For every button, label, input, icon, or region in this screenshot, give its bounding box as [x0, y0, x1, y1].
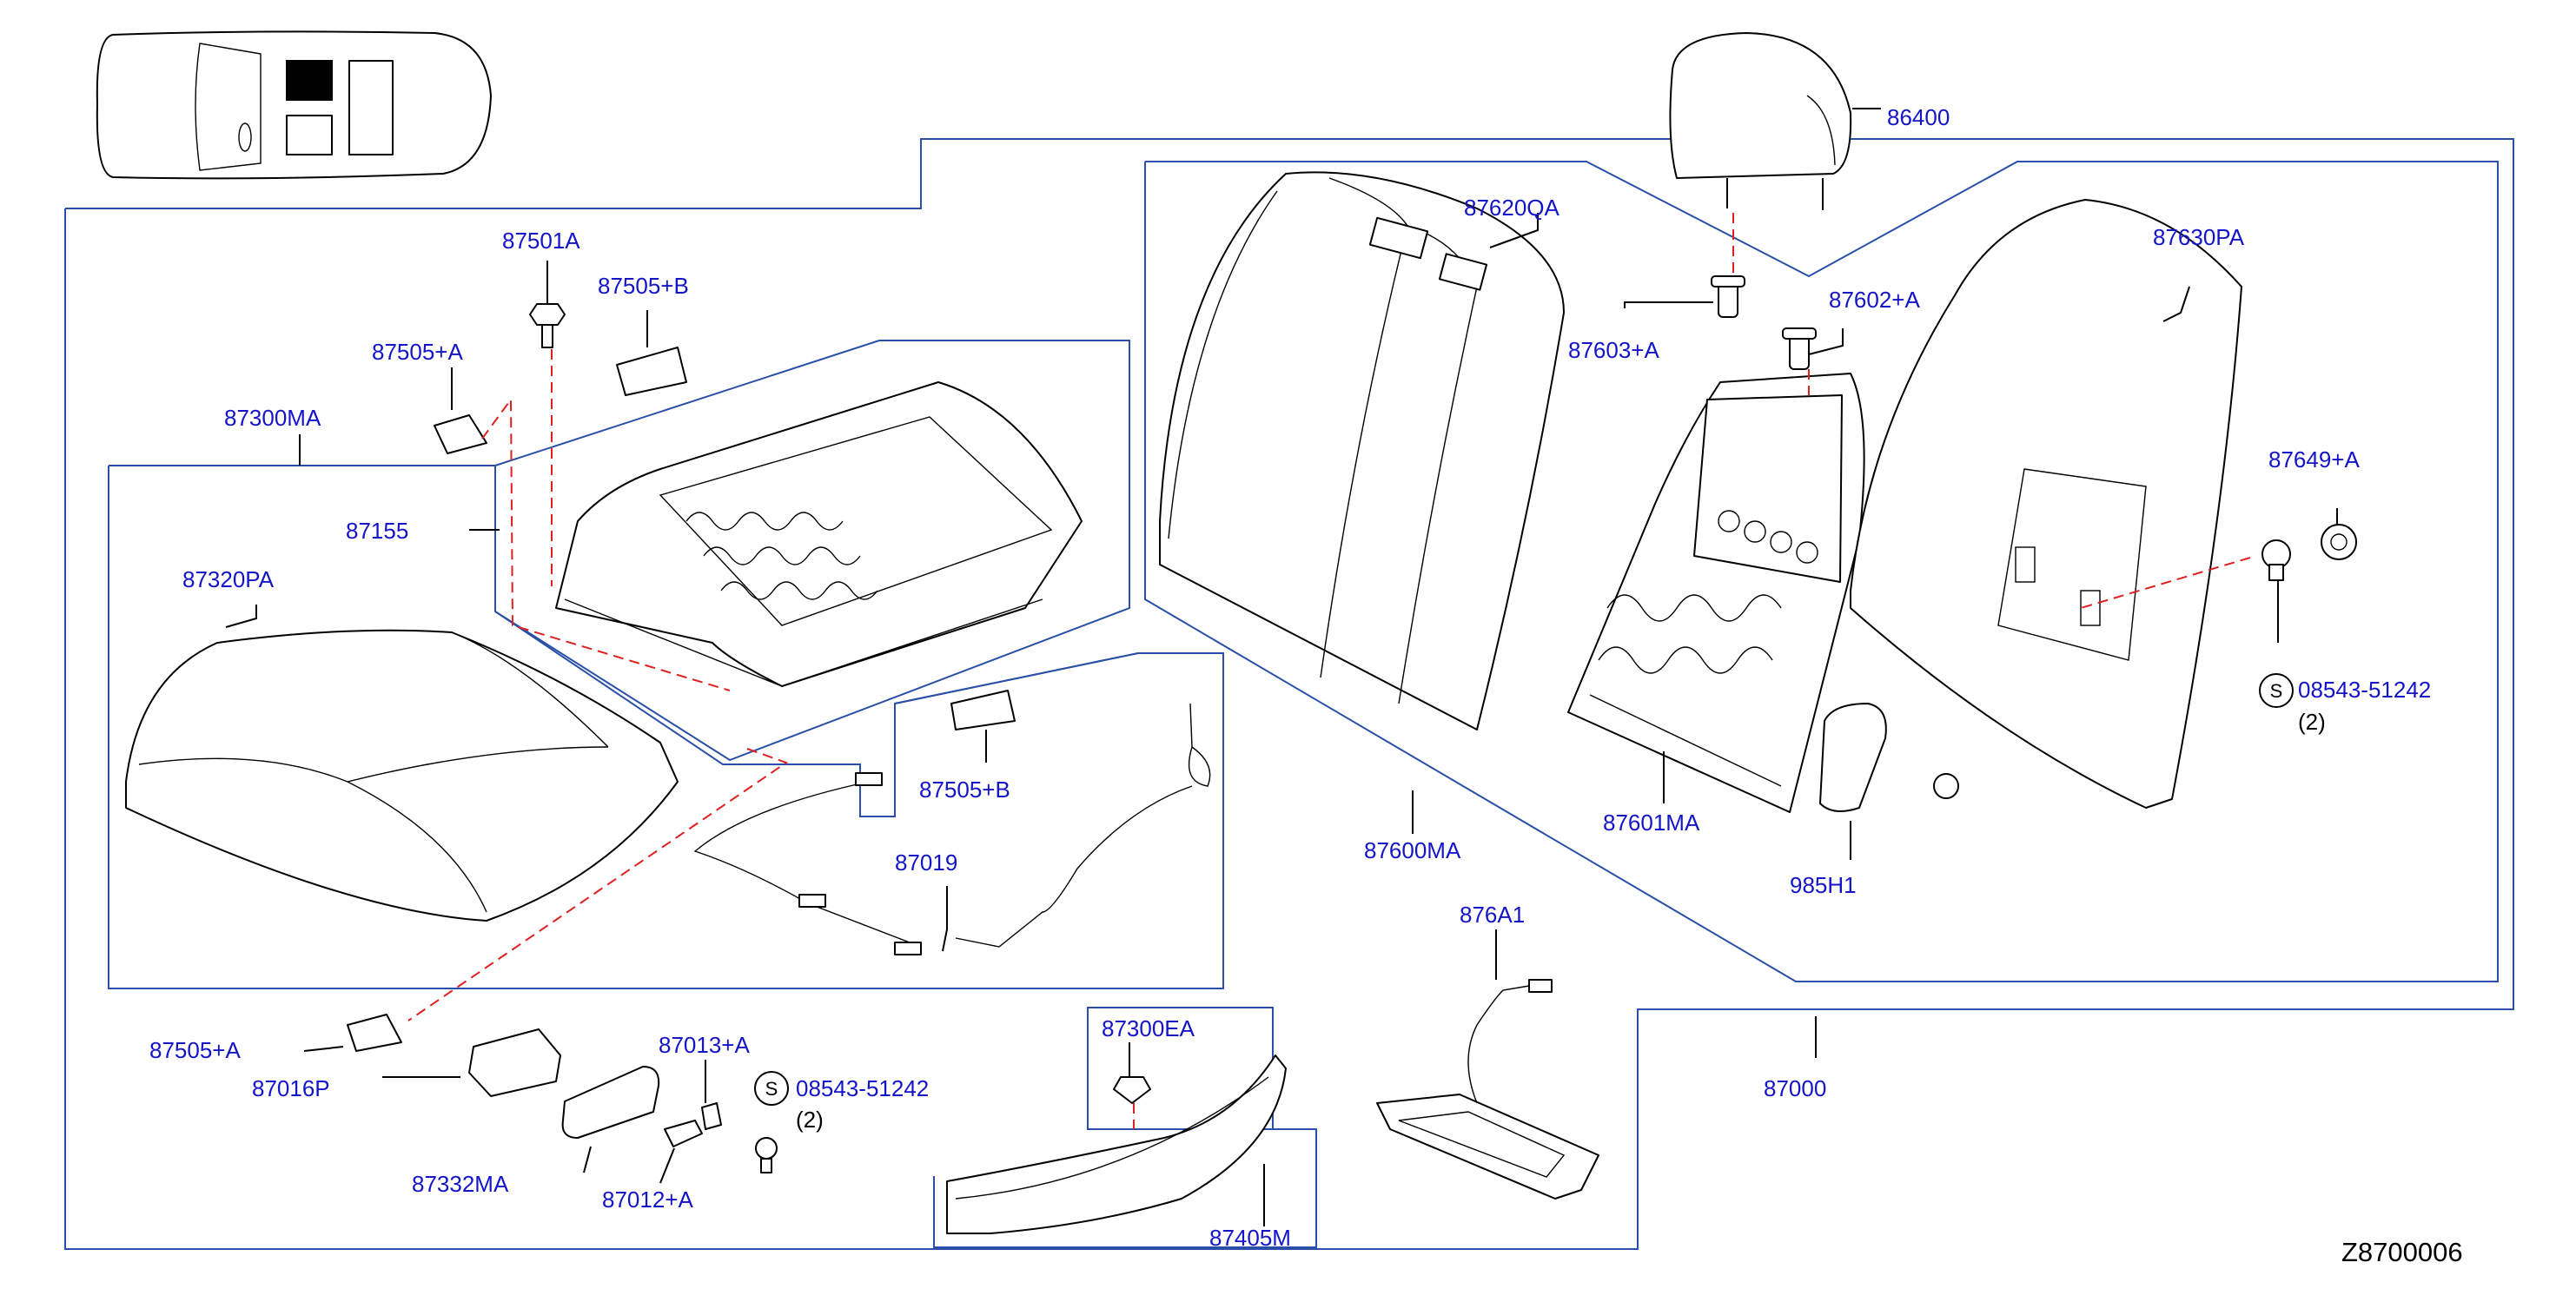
back-clip-drawing — [2261, 524, 2357, 581]
stay-guide-drawing — [1711, 275, 1817, 370]
part-label-seat-back-trim[interactable]: 87620QA — [1464, 195, 1560, 221]
part-label-sensor[interactable]: 876A1 — [1460, 902, 1525, 928]
quantity-note-switch: (2) — [796, 1107, 824, 1133]
part-label-switch-finisher[interactable]: 87332MA — [412, 1171, 509, 1197]
seat-back-trim-drawing — [1159, 171, 1565, 730]
part-label-back-board-clip[interactable]: 87649+A — [2268, 446, 2360, 473]
vehicle-locator-icon — [96, 30, 492, 180]
part-label-headrest[interactable]: 86400 — [1887, 104, 1950, 130]
seat-location-marker — [286, 60, 333, 101]
part-label-seat-back-board[interactable]: 87630PA — [2153, 224, 2245, 250]
standard-part-symbol-switch: S — [754, 1071, 789, 1106]
part-label-stay-guide-free[interactable]: 87602+A — [1829, 287, 1920, 313]
part-label-switch-screw[interactable]: 08543-51242 — [796, 1075, 929, 1101]
seat-back-board-drawing — [1850, 199, 2242, 809]
part-label-switch[interactable]: 87016P — [252, 1075, 330, 1101]
part-label-cushion-frame[interactable]: 87155 — [346, 518, 408, 544]
seat-back-frame-drawing — [1567, 373, 1865, 813]
part-label-bolt[interactable]: 87501A — [502, 228, 580, 254]
part-label-seat-assembly[interactable]: 87000 — [1764, 1075, 1826, 1101]
side-finisher-drawing — [946, 1054, 1287, 1234]
side-airbag-drawing — [1819, 703, 1887, 812]
standard-symbol-back-text: S — [2270, 680, 2283, 702]
switch-finisher-drawing — [561, 1066, 778, 1173]
cover-drawings — [347, 347, 1016, 1052]
harness-drawing — [693, 703, 1211, 955]
leader-lines — [225, 108, 2338, 1226]
standard-symbol-switch-text: S — [765, 1078, 778, 1100]
part-label-side-finisher[interactable]: 87405M — [1209, 1225, 1291, 1251]
part-label-cushion-assembly[interactable]: 87300MA — [224, 405, 321, 431]
part-labels[interactable]: 86400 87620QA 87603+A 87602+A 87630PA 87… — [149, 104, 2431, 1251]
part-label-cover-b-mid[interactable]: 87505+B — [919, 777, 1010, 803]
part-label-knob-b[interactable]: 87012+A — [602, 1187, 693, 1213]
part-label-back-screw[interactable]: 08543-51242 — [2298, 677, 2431, 703]
part-label-cushion-trim[interactable]: 87320PA — [182, 566, 275, 592]
part-label-cover-a-top[interactable]: 87505+A — [372, 339, 463, 365]
diagram-code: Z8700006 — [2341, 1237, 2463, 1267]
part-label-cover-a-bottom[interactable]: 87505+A — [149, 1037, 241, 1063]
standard-part-symbol-back: S — [2259, 673, 2294, 708]
part-label-harness[interactable]: 87019 — [895, 849, 957, 876]
part-label-back-frame[interactable]: 87601MA — [1603, 810, 1700, 836]
assembly-dashed-lines — [407, 213, 2251, 1129]
cushion-trim-drawing — [125, 629, 679, 922]
part-label-knob-a[interactable]: 87013+A — [659, 1032, 750, 1058]
quantity-note-back: (2) — [2298, 709, 2326, 735]
sensor-drawing — [1376, 979, 1599, 1200]
switch-drawing — [468, 1028, 561, 1097]
bolt-drawing — [529, 303, 566, 348]
headrest-drawing — [1669, 32, 1852, 210]
part-label-clip-ea[interactable]: 87300EA — [1102, 1015, 1195, 1041]
part-label-back-assembly[interactable]: 87600MA — [1364, 837, 1461, 863]
cushion-frame-drawing — [555, 381, 1083, 687]
part-label-side-airbag[interactable]: 985H1 — [1790, 872, 1857, 898]
part-label-stay-guide-lock[interactable]: 87603+A — [1568, 337, 1659, 363]
part-label-cover-b-top[interactable]: 87505+B — [598, 273, 689, 299]
group-frames — [64, 138, 2514, 1250]
